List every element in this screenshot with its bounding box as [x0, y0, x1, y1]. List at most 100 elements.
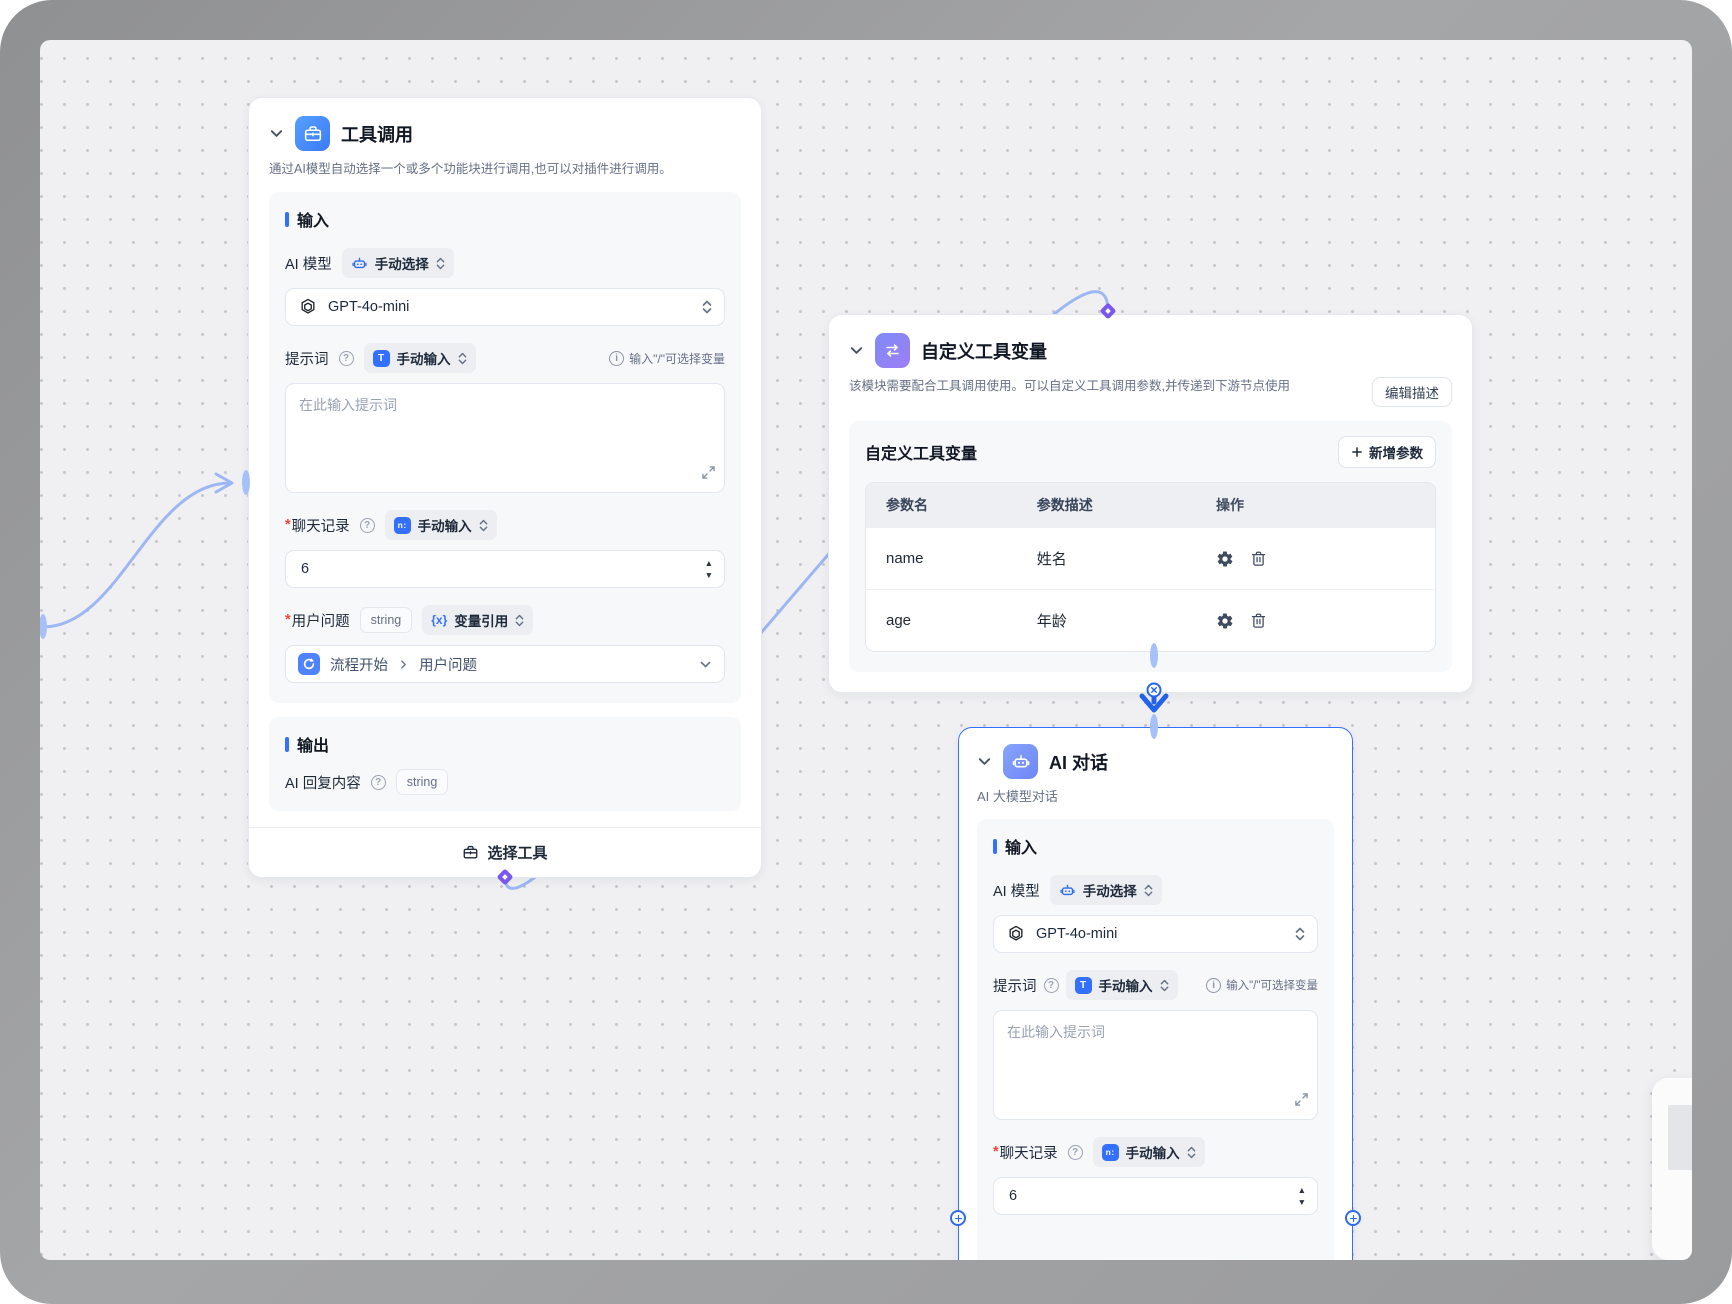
history-count-input[interactable]	[299, 560, 705, 579]
stepper-down-icon: ▼	[704, 569, 713, 580]
col-header-name: 参数名	[886, 497, 928, 513]
chevron-down-icon[interactable]	[269, 126, 284, 141]
output-panel: 输出 AI 回复内容 ? string	[269, 717, 741, 812]
output-section-title: 输出	[285, 732, 725, 756]
history-mode-select[interactable]: n: 手动输入	[384, 510, 497, 541]
robot-icon	[1059, 882, 1076, 899]
type-badge: string	[359, 607, 413, 634]
param-name: age	[886, 612, 912, 629]
chevron-updown-icon	[1187, 1145, 1196, 1160]
info-icon: i	[1206, 977, 1222, 993]
question-ref-select[interactable]: 流程开始 用户问题	[285, 645, 725, 684]
prompt-textarea[interactable]	[285, 383, 725, 494]
chevron-updown-icon	[1160, 978, 1169, 993]
model-select[interactable]: GPT-4o-mini	[993, 915, 1318, 953]
chevron-updown-icon	[1144, 883, 1153, 898]
node-description: 该模块需要配合工具调用使用。可以自定义工具调用参数,并传递到下游节点使用	[849, 379, 1290, 393]
input-section-title: 输入	[285, 207, 725, 231]
history-mode-select[interactable]: n: 手动输入	[1092, 1137, 1205, 1167]
prompt-mode-select[interactable]: T 手动输入	[363, 343, 476, 374]
table-header-row: 参数名 参数描述 操作	[866, 483, 1435, 527]
edge-arrowhead	[214, 472, 234, 494]
text-type-icon: T	[372, 349, 390, 367]
ai-model-mode-select[interactable]: 手动选择	[1049, 875, 1162, 905]
question-icon[interactable]: ?	[359, 517, 375, 533]
model-select[interactable]: GPT-4o-mini	[285, 288, 725, 327]
history-count-stepper[interactable]: ▲ ▼	[993, 1177, 1318, 1215]
chevron-updown-icon	[1295, 926, 1305, 942]
prompt-mode-select[interactable]: T 手动输入	[1065, 970, 1178, 1000]
gear-icon[interactable]	[1216, 612, 1234, 630]
stepper-up-icon: ▲	[1297, 1185, 1306, 1195]
edge-source-handle[interactable]	[40, 614, 47, 639]
flow-start-icon	[298, 653, 320, 676]
question-icon[interactable]: ?	[1067, 1144, 1083, 1160]
edit-description-button[interactable]: 编辑描述	[1372, 377, 1452, 407]
chevron-updown-icon	[702, 299, 712, 315]
input-panel: 输入 AI 模型 手动选择 GPT-4o-mini 提示词	[269, 192, 741, 704]
custom-vars-output-handle[interactable]	[1150, 643, 1158, 668]
node-description: 通过AI模型自动选择一个或多个功能块进行调用,也可以对插件进行调用。	[269, 162, 672, 176]
chevron-updown-icon	[479, 518, 488, 533]
prompt-label: 提示词	[993, 978, 1037, 995]
node-title: 自定义工具变量	[921, 341, 1047, 362]
stepper-arrows[interactable]: ▲ ▼	[705, 559, 713, 579]
ai-chat-input-handle[interactable]	[1150, 714, 1158, 739]
ref-field: 用户问题	[419, 657, 477, 674]
node-tool-call[interactable]: 工具调用 通过AI模型自动选择一个或多个功能块进行调用,也可以对插件进行调用。 …	[248, 97, 762, 879]
tool-call-input-handle[interactable]	[242, 470, 250, 495]
history-count-stepper[interactable]: ▲ ▼	[285, 550, 725, 589]
trash-icon[interactable]	[1250, 550, 1267, 567]
custom-vars-panel: 自定义工具变量 新增参数 参数名 参数描述 操作 name 姓名	[849, 421, 1452, 672]
table-row: name 姓名	[866, 527, 1435, 589]
tool-call-node-icon	[295, 116, 330, 151]
prompt-textarea[interactable]	[993, 1010, 1318, 1120]
question-icon[interactable]: ?	[1043, 977, 1059, 993]
side-toolbar-panel[interactable]	[1652, 1078, 1692, 1260]
question-mode-select[interactable]: {x} 变量引用	[422, 605, 534, 636]
stepper-down-icon: ▼	[1297, 1196, 1306, 1207]
trash-icon[interactable]	[1250, 612, 1267, 629]
prompt-label: 提示词	[285, 351, 329, 368]
expand-icon[interactable]	[702, 466, 715, 484]
question-icon[interactable]: ?	[338, 350, 354, 366]
params-table: 参数名 参数描述 操作 name 姓名 age 年龄	[865, 482, 1436, 652]
node-custom-vars[interactable]: 自定义工具变量 该模块需要配合工具调用使用。可以自定义工具调用参数,并传递到下游…	[828, 314, 1473, 693]
type-badge: string	[395, 769, 449, 796]
history-count-input[interactable]	[1007, 1187, 1298, 1205]
param-name: name	[886, 550, 924, 567]
question-icon[interactable]: ?	[370, 774, 386, 790]
chevron-down-icon[interactable]	[849, 343, 864, 358]
text-type-icon: T	[1074, 976, 1092, 994]
gear-icon[interactable]	[1216, 550, 1234, 568]
ref-source: 流程开始	[330, 657, 388, 674]
side-toolbar-thumb	[1668, 1105, 1692, 1170]
node-title: 工具调用	[341, 124, 413, 145]
stepper-arrows[interactable]: ▲ ▼	[1298, 1186, 1306, 1206]
chevron-updown-icon	[436, 256, 445, 271]
panel-title: 自定义工具变量	[865, 446, 978, 463]
openai-icon	[1006, 924, 1026, 944]
info-icon: i	[609, 350, 625, 366]
output-label: AI 回复内容	[285, 775, 361, 792]
model-value: GPT-4o-mini	[328, 299, 410, 316]
ai-chat-left-connect-handle[interactable]	[950, 1210, 966, 1226]
col-header-desc: 参数描述	[1036, 497, 1093, 513]
node-ai-chat[interactable]: AI 对话 AI 大模型对话 输入 AI 模型 手动选择	[958, 727, 1353, 1260]
add-param-button[interactable]: 新增参数	[1338, 436, 1436, 468]
ai-model-mode-select[interactable]: 手动选择	[341, 248, 454, 279]
input-panel: 输入 AI 模型 手动选择 GPT-4o-mini 提示词	[977, 819, 1334, 1260]
table-row: age 年龄	[866, 589, 1435, 651]
prompt-hint: i 输入"/"可选择变量	[609, 350, 725, 367]
chevron-updown-icon	[458, 351, 467, 366]
chevron-down-icon[interactable]	[977, 754, 992, 769]
ai-chat-right-connect-handle[interactable]	[1345, 1210, 1361, 1226]
prompt-hint: i 输入"/"可选择变量	[1206, 977, 1318, 993]
expand-icon[interactable]	[1295, 1093, 1308, 1111]
ai-model-label: AI 模型	[285, 256, 332, 273]
custom-vars-node-icon	[875, 333, 910, 368]
delete-edge-button[interactable]	[1146, 682, 1162, 698]
input-section-title: 输入	[993, 834, 1318, 858]
flow-canvas[interactable]: 工具调用 通过AI模型自动选择一个或多个功能块进行调用,也可以对插件进行调用。 …	[40, 40, 1692, 1260]
variable-icon: {x}	[431, 613, 448, 628]
